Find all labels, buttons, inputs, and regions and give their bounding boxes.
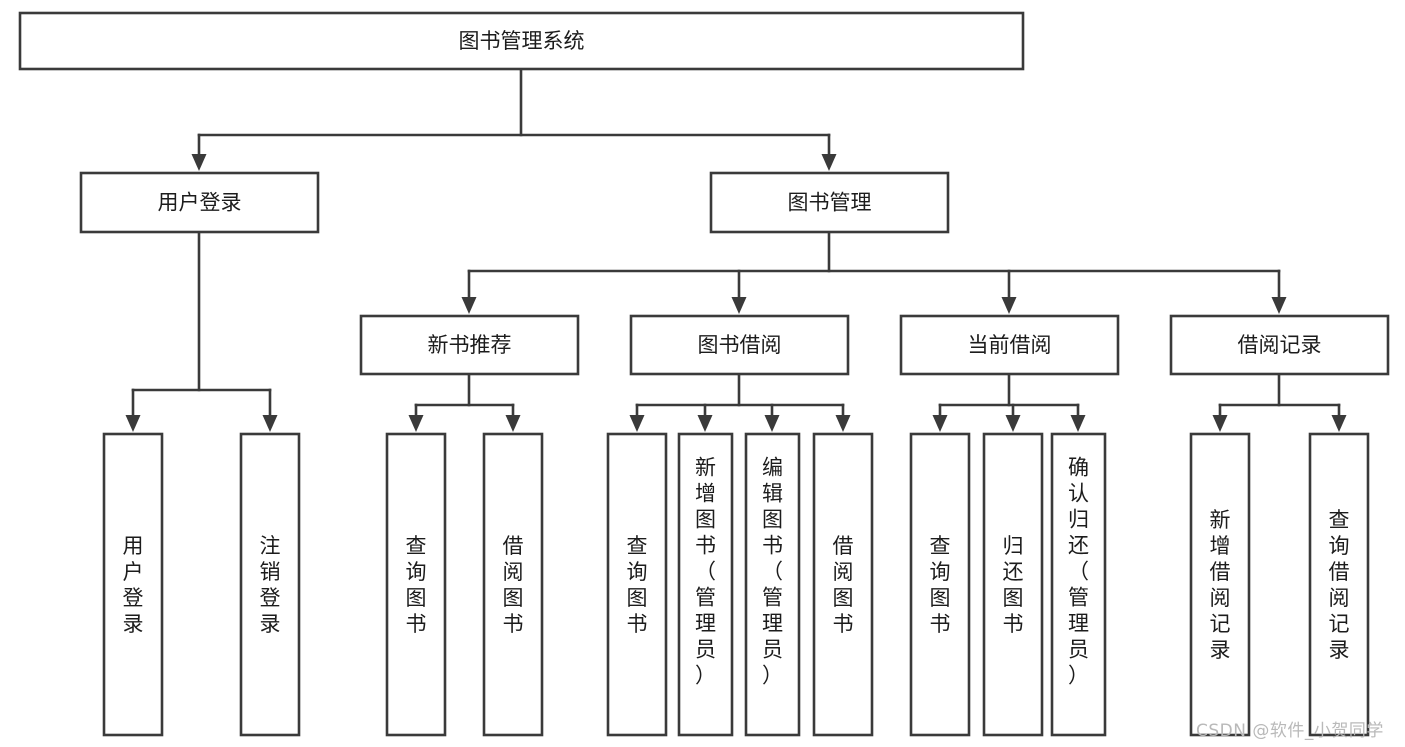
node-leaf-query-book-2[interactable]: 查询图书 xyxy=(606,432,668,737)
node-user-login-box[interactable] xyxy=(79,171,320,234)
arrow-head-icon xyxy=(408,415,424,432)
root-node-system-label: 图书管理系统 xyxy=(459,29,585,53)
arrow-head-icon xyxy=(821,154,837,171)
node-leaf-return-book-box[interactable] xyxy=(982,432,1044,737)
node-leaf-confirm-return-label: 确认归还（管理员） xyxy=(1068,455,1089,687)
arrow-head-icon xyxy=(1001,297,1017,314)
node-leaf-query-book-1[interactable]: 查询图书 xyxy=(385,432,447,737)
node-layer: 图书管理系统用户登录图书管理新书推荐图书借阅当前借阅借阅记录用户登录注销登录查询… xyxy=(18,11,1390,737)
arrow-head-icon xyxy=(697,415,713,432)
node-leaf-query-record[interactable]: 查询借阅记录 xyxy=(1308,432,1370,737)
node-borrow-record-box[interactable] xyxy=(1169,314,1390,376)
node-leaf-query-record-label: 查询借阅记录 xyxy=(1329,508,1350,662)
arrow-head-icon xyxy=(1005,415,1021,432)
arrow-head-icon xyxy=(1331,415,1347,432)
node-new-book-rec[interactable]: 新书推荐 xyxy=(359,314,580,376)
node-leaf-query-book-3[interactable]: 查询图书 xyxy=(909,432,971,737)
node-leaf-user-login-label: 用户登录 xyxy=(123,534,144,636)
node-leaf-add-book[interactable]: 新增图书（管理员） xyxy=(677,432,734,737)
arrow-head-icon xyxy=(262,415,278,432)
arrow-head-icon xyxy=(191,154,207,171)
node-new-book-rec-label: 新书推荐 xyxy=(428,333,512,357)
node-leaf-return-book[interactable]: 归还图书 xyxy=(982,432,1044,737)
node-leaf-borrow-book-2-label: 借阅图书 xyxy=(833,534,854,636)
node-leaf-edit-book-box[interactable] xyxy=(744,432,801,737)
node-leaf-add-book-label: 新增图书（管理员） xyxy=(695,455,716,687)
arrow-head-icon xyxy=(731,297,747,314)
node-leaf-query-book-2-box[interactable] xyxy=(606,432,668,737)
node-leaf-query-book-3-box[interactable] xyxy=(909,432,971,737)
node-leaf-add-record-box[interactable] xyxy=(1189,432,1251,737)
node-borrow-record[interactable]: 借阅记录 xyxy=(1169,314,1390,376)
node-leaf-query-book-1-box[interactable] xyxy=(385,432,447,737)
node-leaf-query-book-2-label: 查询图书 xyxy=(627,534,648,636)
arrow-head-icon xyxy=(629,415,645,432)
node-leaf-user-login[interactable]: 用户登录 xyxy=(102,432,164,737)
node-book-manage-box[interactable] xyxy=(709,171,950,234)
node-borrow-record-label: 借阅记录 xyxy=(1238,333,1322,357)
node-current-borrow-box[interactable] xyxy=(899,314,1120,376)
node-leaf-query-book-3-label: 查询图书 xyxy=(930,534,951,636)
node-current-borrow-label: 当前借阅 xyxy=(968,333,1052,357)
arrow-head-icon xyxy=(1070,415,1086,432)
node-leaf-add-record[interactable]: 新增借阅记录 xyxy=(1189,432,1251,737)
node-leaf-query-record-box[interactable] xyxy=(1308,432,1370,737)
node-leaf-return-book-label: 归还图书 xyxy=(1003,534,1024,636)
node-leaf-confirm-return[interactable]: 确认归还（管理员） xyxy=(1050,432,1107,737)
node-user-login-label: 用户登录 xyxy=(158,191,242,215)
node-leaf-edit-book-label: 编辑图书（管理员） xyxy=(762,455,783,687)
node-book-borrow-box[interactable] xyxy=(629,314,850,376)
node-leaf-user-login-box[interactable] xyxy=(102,432,164,737)
node-leaf-borrow-book-1-box[interactable] xyxy=(482,432,544,737)
node-leaf-logout-box[interactable] xyxy=(239,432,301,737)
node-leaf-borrow-book-1-label: 借阅图书 xyxy=(503,534,524,636)
node-leaf-borrow-book-2-box[interactable] xyxy=(812,432,874,737)
node-user-login[interactable]: 用户登录 xyxy=(79,171,320,234)
node-book-manage[interactable]: 图书管理 xyxy=(709,171,950,234)
arrow-head-icon xyxy=(505,415,521,432)
node-leaf-logout-label: 注销登录 xyxy=(260,534,281,636)
node-book-borrow[interactable]: 图书借阅 xyxy=(629,314,850,376)
node-leaf-confirm-return-box[interactable] xyxy=(1050,432,1107,737)
node-leaf-borrow-book-2[interactable]: 借阅图书 xyxy=(812,432,874,737)
arrow-head-icon xyxy=(125,415,141,432)
root-node-system-box[interactable] xyxy=(18,11,1025,71)
node-leaf-query-book-1-label: 查询图书 xyxy=(406,534,427,636)
arrow-head-icon xyxy=(1212,415,1228,432)
node-leaf-logout[interactable]: 注销登录 xyxy=(239,432,301,737)
arrow-head-icon xyxy=(1271,297,1287,314)
root-node-system[interactable]: 图书管理系统 xyxy=(18,11,1025,71)
node-new-book-rec-box[interactable] xyxy=(359,314,580,376)
arrow-head-icon xyxy=(835,415,851,432)
node-leaf-borrow-book-1[interactable]: 借阅图书 xyxy=(482,432,544,737)
node-book-manage-label: 图书管理 xyxy=(788,191,872,215)
node-leaf-add-book-box[interactable] xyxy=(677,432,734,737)
arrow-head-icon xyxy=(461,297,477,314)
connector-layer xyxy=(125,67,1347,432)
arrow-head-icon xyxy=(932,415,948,432)
node-book-borrow-label: 图书借阅 xyxy=(698,333,782,357)
arrow-head-icon xyxy=(764,415,780,432)
node-leaf-edit-book[interactable]: 编辑图书（管理员） xyxy=(744,432,801,737)
node-current-borrow[interactable]: 当前借阅 xyxy=(899,314,1120,376)
node-leaf-add-record-label: 新增借阅记录 xyxy=(1210,508,1231,662)
